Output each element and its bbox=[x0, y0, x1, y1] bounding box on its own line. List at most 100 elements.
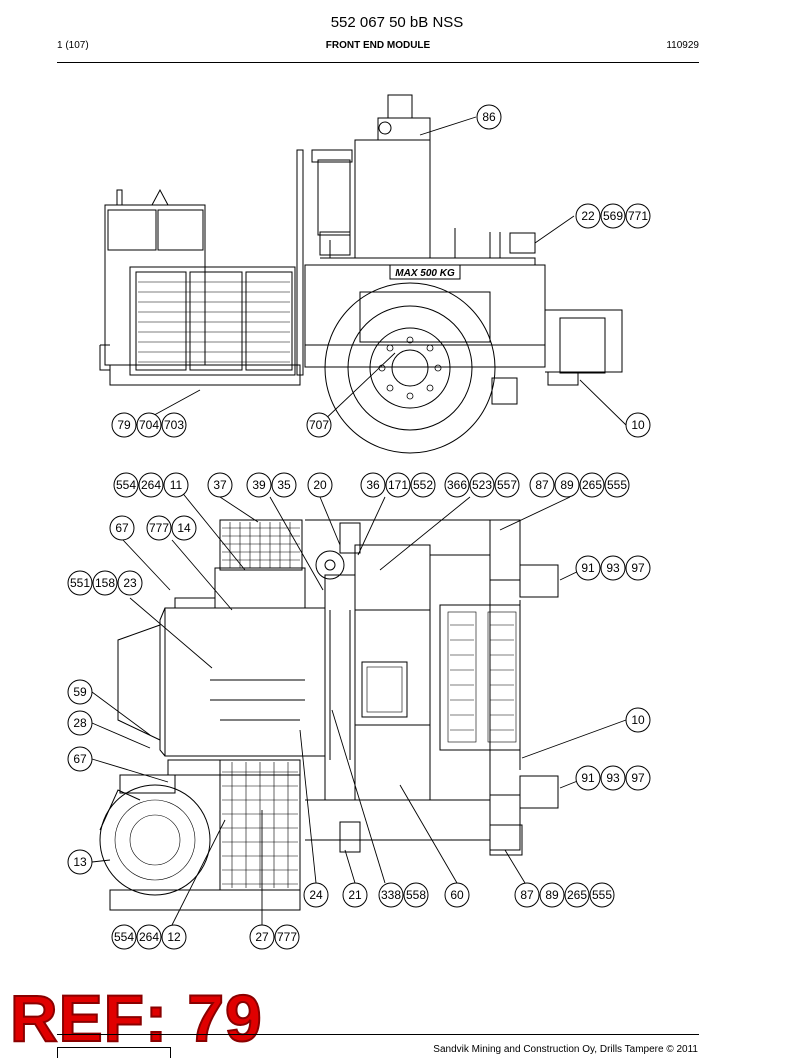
svg-text:264: 264 bbox=[141, 478, 161, 492]
svg-text:552: 552 bbox=[413, 478, 433, 492]
callout-59: 59 bbox=[67, 679, 93, 705]
svg-text:555: 555 bbox=[607, 478, 627, 492]
callout-67-bottom: 67 bbox=[67, 746, 93, 772]
svg-text:12: 12 bbox=[167, 930, 181, 944]
callout-554-264-12: 554 264 12 bbox=[111, 924, 187, 950]
callout-27-777: 27 777 bbox=[249, 924, 300, 950]
svg-text:554: 554 bbox=[116, 478, 136, 492]
callout-37: 37 bbox=[207, 472, 233, 498]
svg-text:67: 67 bbox=[115, 521, 129, 535]
svg-text:10: 10 bbox=[631, 713, 645, 727]
page-indicator: 1 (107) bbox=[57, 40, 89, 51]
svg-text:13: 13 bbox=[73, 855, 87, 869]
callout-67-top: 67 bbox=[109, 515, 135, 541]
svg-text:79: 79 bbox=[117, 418, 131, 432]
svg-text:97: 97 bbox=[631, 771, 645, 785]
svg-text:707: 707 bbox=[309, 418, 329, 432]
callout-777-14: 777 14 bbox=[146, 515, 197, 541]
svg-text:338: 338 bbox=[381, 888, 401, 902]
callout-10-top: 10 bbox=[625, 412, 651, 438]
svg-text:36: 36 bbox=[366, 478, 380, 492]
svg-text:704: 704 bbox=[139, 418, 159, 432]
svg-text:771: 771 bbox=[628, 209, 648, 223]
callout-balloons: 86 22 569 771 79 704 703 707 10 554 264 … bbox=[67, 104, 651, 950]
svg-text:523: 523 bbox=[472, 478, 492, 492]
footer-copyright: Sandvik Mining and Construction Oy, Dril… bbox=[433, 1044, 698, 1055]
callout-24: 24 bbox=[303, 882, 329, 908]
svg-text:551: 551 bbox=[70, 576, 90, 590]
header-row: FRONT END MODULE 1 (107) 110929 bbox=[57, 40, 699, 56]
svg-text:89: 89 bbox=[545, 888, 559, 902]
svg-text:21: 21 bbox=[348, 888, 362, 902]
svg-text:86: 86 bbox=[482, 110, 496, 124]
svg-text:37: 37 bbox=[213, 478, 227, 492]
svg-text:87: 87 bbox=[520, 888, 534, 902]
svg-text:264: 264 bbox=[139, 930, 159, 944]
callout-554-264-11-top: 554 264 11 bbox=[113, 472, 189, 498]
callout-20: 20 bbox=[307, 472, 333, 498]
svg-text:93: 93 bbox=[606, 561, 620, 575]
callout-28: 28 bbox=[67, 710, 93, 736]
callout-366-523-557: 366 523 557 bbox=[444, 472, 520, 498]
document-number: 552 067 50 bB NSS bbox=[330, 14, 464, 31]
svg-text:39: 39 bbox=[252, 478, 266, 492]
svg-text:91: 91 bbox=[581, 561, 595, 575]
svg-text:555: 555 bbox=[592, 888, 612, 902]
svg-text:558: 558 bbox=[406, 888, 426, 902]
svg-text:23: 23 bbox=[123, 576, 137, 590]
header-rule bbox=[57, 62, 699, 63]
callout-36-171-552: 36 171 552 bbox=[360, 472, 436, 498]
callout-551-158-23: 551 158 23 bbox=[67, 570, 143, 596]
plan-view bbox=[99, 519, 559, 911]
callout-79-704-703: 79 704 703 bbox=[111, 412, 187, 438]
callout-60: 60 bbox=[444, 882, 470, 908]
callout-86: 86 bbox=[476, 104, 502, 130]
svg-text:10: 10 bbox=[631, 418, 645, 432]
callout-91-93-97-top: 91 93 97 bbox=[575, 555, 651, 581]
svg-text:11: 11 bbox=[170, 478, 183, 492]
svg-text:171: 171 bbox=[388, 478, 408, 492]
section-title: FRONT END MODULE bbox=[325, 40, 431, 51]
svg-text:158: 158 bbox=[95, 576, 115, 590]
callout-91-93-97-bottom: 91 93 97 bbox=[575, 765, 651, 791]
svg-text:87: 87 bbox=[535, 478, 549, 492]
svg-text:14: 14 bbox=[177, 521, 191, 535]
svg-text:MAX 500 KG: MAX 500 KG bbox=[395, 268, 455, 279]
svg-text:28: 28 bbox=[73, 716, 87, 730]
side-view: MAX 500 KG bbox=[99, 94, 623, 454]
svg-text:265: 265 bbox=[567, 888, 587, 902]
svg-text:60: 60 bbox=[450, 888, 464, 902]
svg-text:703: 703 bbox=[164, 418, 184, 432]
svg-text:22: 22 bbox=[581, 209, 595, 223]
parts-drawing: MAX 500 KG bbox=[67, 94, 651, 950]
revision-date: 110929 bbox=[666, 40, 699, 51]
callout-13: 13 bbox=[67, 849, 93, 875]
svg-text:97: 97 bbox=[631, 561, 645, 575]
svg-text:777: 777 bbox=[149, 521, 169, 535]
callout-21: 21 bbox=[342, 882, 368, 908]
svg-text:366: 366 bbox=[447, 478, 467, 492]
svg-text:265: 265 bbox=[582, 478, 602, 492]
callout-87-89-265-555-bottom: 87 89 265 555 bbox=[514, 882, 615, 908]
callout-22-569-771: 22 569 771 bbox=[575, 203, 651, 229]
svg-text:35: 35 bbox=[277, 478, 291, 492]
svg-text:557: 557 bbox=[497, 478, 517, 492]
svg-text:91: 91 bbox=[581, 771, 595, 785]
callout-338-558: 338 558 bbox=[378, 882, 429, 908]
svg-text:24: 24 bbox=[309, 888, 323, 902]
callout-87-89-265-555-top: 87 89 265 555 bbox=[529, 472, 630, 498]
ref-stamp: REF: 79 bbox=[9, 981, 263, 1055]
svg-text:67: 67 bbox=[73, 752, 87, 766]
callout-10-bottom: 10 bbox=[625, 707, 651, 733]
svg-text:20: 20 bbox=[313, 478, 327, 492]
svg-text:59: 59 bbox=[73, 685, 87, 699]
callout-39-35: 39 35 bbox=[246, 472, 297, 498]
svg-text:93: 93 bbox=[606, 771, 620, 785]
callout-707: 707 bbox=[306, 412, 332, 438]
footer-rule bbox=[57, 1034, 699, 1035]
svg-text:777: 777 bbox=[277, 930, 297, 944]
svg-text:554: 554 bbox=[114, 930, 134, 944]
svg-text:27: 27 bbox=[255, 930, 269, 944]
svg-text:569: 569 bbox=[603, 209, 623, 223]
svg-text:89: 89 bbox=[560, 478, 574, 492]
